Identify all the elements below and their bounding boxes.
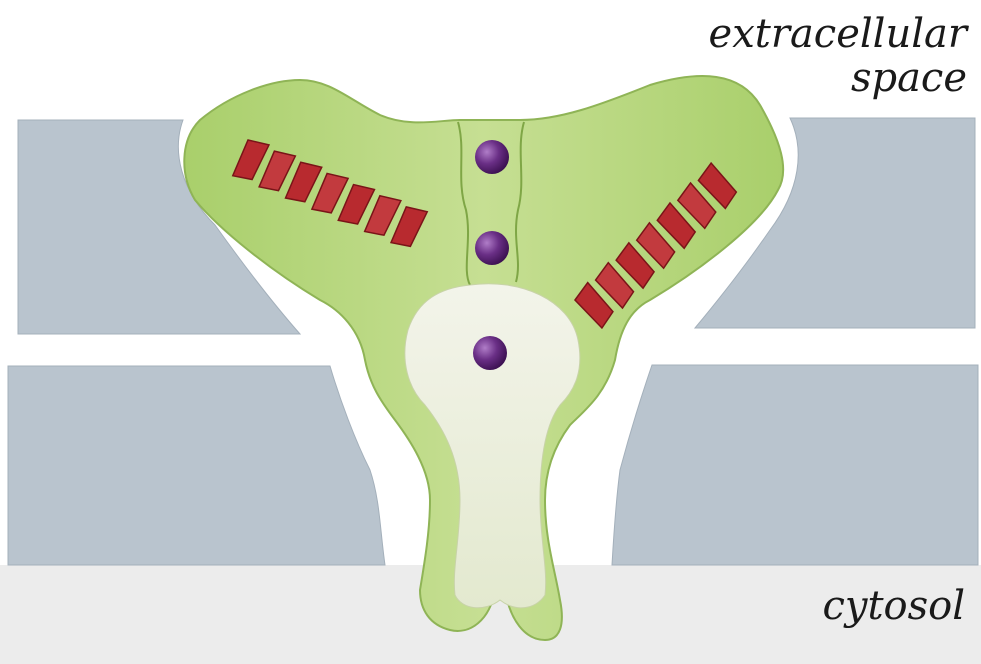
extracellular-label-line2: space: [709, 56, 967, 100]
ion-sphere-icon: [473, 336, 507, 370]
ion-sphere-icon: [475, 140, 509, 174]
membrane-inner-leaflet-right: [612, 365, 978, 565]
extracellular-space-label: extracellular space: [709, 12, 967, 100]
extracellular-label-line1: extracellular: [709, 12, 967, 56]
membrane-inner-leaflet-left: [8, 366, 385, 565]
ion-sphere-icon: [475, 231, 509, 265]
cytosol-label: cytosol: [822, 586, 965, 626]
